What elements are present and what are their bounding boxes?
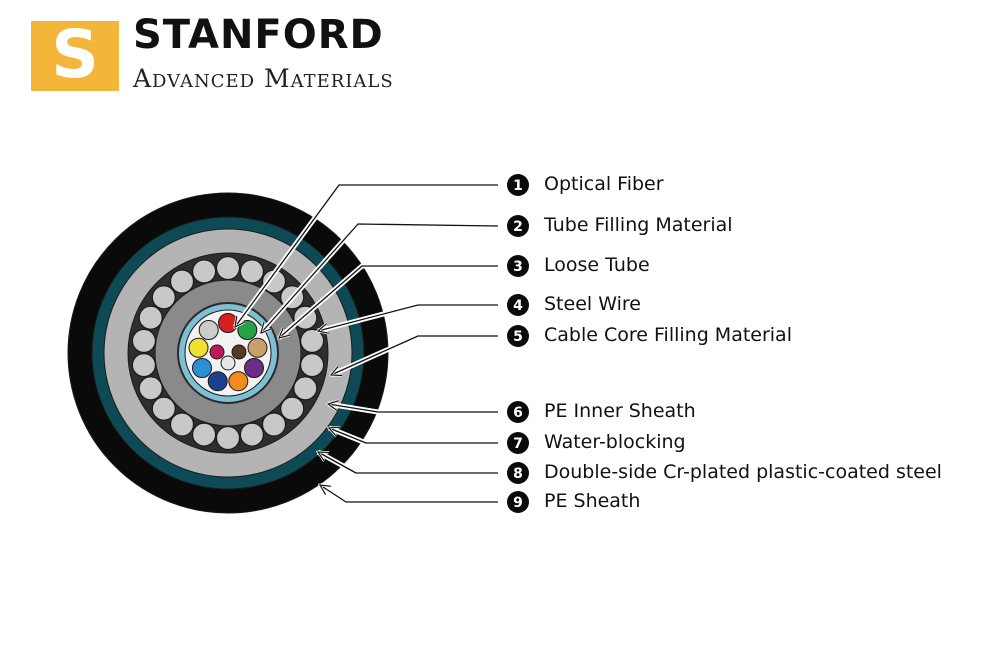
leader-line xyxy=(318,452,498,474)
number-badge xyxy=(507,325,529,347)
leader-line xyxy=(331,335,498,375)
component-label: Steel Wire xyxy=(544,293,641,315)
number-badge xyxy=(507,401,529,423)
steel-wire xyxy=(293,376,318,401)
steel-wire xyxy=(138,376,163,401)
number-badge-text: 8 xyxy=(513,466,523,482)
component-label: Tube Filling Material xyxy=(544,214,733,236)
steel-wire xyxy=(215,255,241,281)
component-label: Optical Fiber xyxy=(544,173,664,195)
leader-line xyxy=(235,184,498,327)
number-badge-text: 3 xyxy=(513,259,523,275)
number-badge xyxy=(507,432,529,454)
number-badge xyxy=(507,215,529,237)
number-badge xyxy=(507,255,529,277)
optical-fiber xyxy=(247,337,268,358)
steel-wire xyxy=(192,422,217,447)
leader-line-outline xyxy=(318,482,498,505)
component-label: Water-blocking xyxy=(544,431,686,453)
steel-wire xyxy=(280,396,305,421)
leader-line xyxy=(279,265,498,338)
steel-wire xyxy=(300,353,325,378)
steel-wire xyxy=(151,396,176,421)
leader-line xyxy=(329,428,498,444)
component-label: Double-side Cr-plated plastic-coated ste… xyxy=(544,461,942,483)
optical-fiber xyxy=(220,355,236,371)
steel-wire xyxy=(131,328,156,353)
optical-fiber xyxy=(188,337,209,358)
number-badge xyxy=(507,294,529,316)
component-label: PE Sheath xyxy=(544,490,641,512)
steel-wire xyxy=(192,259,217,284)
number-badge xyxy=(507,174,529,196)
number-badge-text: 1 xyxy=(513,178,523,194)
number-badge-text: 5 xyxy=(513,329,523,345)
optical-fiber xyxy=(207,371,228,392)
steel-wire xyxy=(300,328,325,353)
brand-subtitle: Advanced Materials xyxy=(133,64,394,93)
number-badge-text: 6 xyxy=(513,405,523,421)
number-badge-text: 4 xyxy=(513,298,523,314)
optical-fiber xyxy=(209,344,225,360)
logo: S xyxy=(31,17,119,93)
number-badge xyxy=(507,462,529,484)
leader-line xyxy=(261,223,499,333)
brand-name: STANFORD xyxy=(133,12,384,58)
number-badge xyxy=(507,491,529,513)
component-label: PE Inner Sheath xyxy=(544,400,696,422)
number-badge-text: 2 xyxy=(513,219,523,235)
component-label: Cable Core Filling Material xyxy=(544,324,792,346)
logo-letter: S xyxy=(51,16,99,93)
steel-wire xyxy=(239,259,264,284)
component-label: Loose Tube xyxy=(544,254,650,276)
steel-wire xyxy=(261,412,287,437)
steel-wire xyxy=(169,412,195,437)
optical-fiber xyxy=(244,358,264,378)
steel-wire xyxy=(239,422,264,447)
leader-line xyxy=(320,485,498,503)
steel-wire xyxy=(131,353,156,378)
number-badge-text: 9 xyxy=(513,495,523,511)
leader-line xyxy=(328,404,498,413)
optical-fiber xyxy=(231,344,247,360)
number-badge-text: 7 xyxy=(513,436,523,452)
optical-fiber xyxy=(192,358,212,378)
optical-fiber xyxy=(198,320,219,340)
steel-wire xyxy=(169,269,195,294)
leader-line xyxy=(318,304,498,331)
steel-wire xyxy=(215,425,241,451)
steel-wire xyxy=(138,305,163,330)
optical-fiber xyxy=(228,371,249,392)
optical-fiber xyxy=(218,313,238,333)
steel-wire xyxy=(151,285,176,310)
